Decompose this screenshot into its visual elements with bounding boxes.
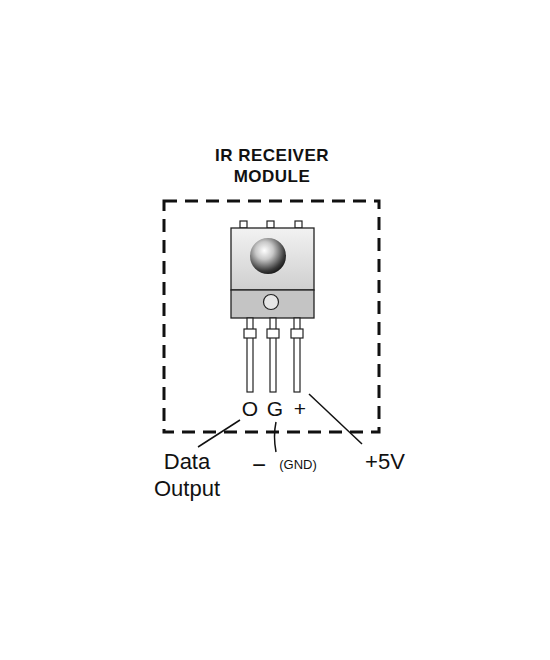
pin-name: G bbox=[263, 396, 287, 422]
module-outline bbox=[164, 201, 379, 432]
receiver-lens bbox=[250, 238, 286, 274]
leader-lines bbox=[198, 394, 362, 452]
mounting-hole bbox=[264, 295, 279, 310]
module-title: IR RECEIVER MODULE bbox=[192, 146, 352, 187]
receiver-body bbox=[231, 228, 314, 290]
pin-name: O bbox=[238, 396, 262, 422]
mounting-tab bbox=[231, 290, 314, 318]
ground-label: (GND) bbox=[268, 457, 328, 473]
receiver-legs bbox=[244, 318, 303, 392]
top-tabs bbox=[240, 221, 302, 228]
polarity-sign: − bbox=[248, 450, 270, 479]
supply-label: +5V bbox=[355, 449, 415, 476]
pin-name: + bbox=[288, 396, 312, 422]
signal-label: Data Output bbox=[139, 449, 235, 503]
